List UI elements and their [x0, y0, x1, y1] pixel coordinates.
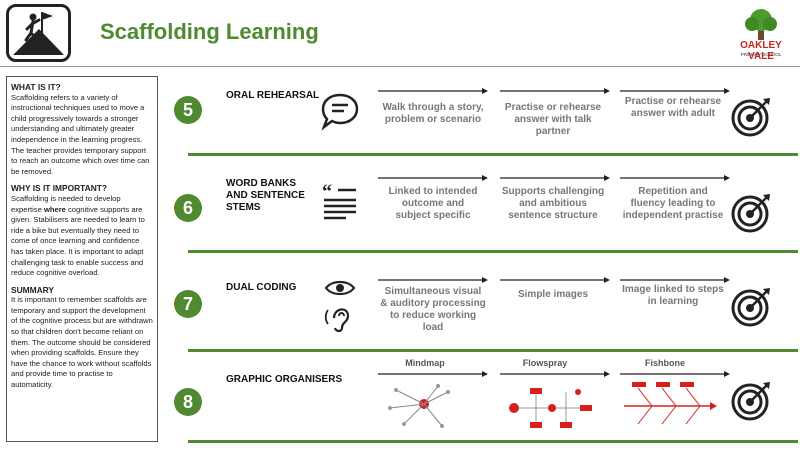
arrow-icon	[500, 277, 610, 283]
why-important-text: Scaffolding is needed to develop experti…	[11, 194, 153, 279]
school-sub: PRIMARY SCHOOL	[740, 52, 782, 57]
target-icon	[731, 194, 770, 233]
fishbone-image	[624, 382, 717, 425]
what-is-it-text: Scaffolding refers to a variety of instr…	[11, 92, 150, 176]
arrow-icon	[378, 277, 488, 283]
target-icon	[731, 288, 770, 327]
mindmap-image	[388, 384, 450, 428]
header-divider	[0, 66, 800, 67]
row-title: ORAL REHEARSAL	[226, 90, 320, 101]
step-text: Practise or rehearse answer with talk pa…	[504, 102, 602, 137]
step-text: Image linked to steps in learning	[622, 284, 724, 307]
why-text-part: Scaffolding is needed to develop experti…	[11, 193, 121, 214]
speech-bubble-icon	[320, 92, 360, 132]
row-oral-rehearsal: 5 ORAL REHEARSAL Walk through a story, p…	[168, 80, 798, 160]
what-is-it-heading: WHAT IS IT?	[11, 82, 61, 92]
quote-text-icon: “	[320, 181, 360, 224]
row-divider	[188, 440, 798, 443]
arrow-icon	[500, 371, 610, 377]
row-word-banks: 6 WORD BANKS AND SENTENCE STEMS “ Linked…	[168, 170, 798, 253]
target-icon	[731, 98, 770, 137]
organiser-label: Flowspray	[522, 358, 568, 368]
arrow-icon	[620, 277, 730, 283]
arrow-icon	[500, 88, 610, 94]
why-text-part: cognitive supports are given. Stabiliser…	[11, 204, 145, 278]
summary-text: It is important to remember scaffolds ar…	[11, 295, 153, 390]
arrow-icon	[620, 371, 730, 377]
summary-heading: SUMMARY	[11, 284, 54, 295]
step-text: Repetition and fluency leading to indepe…	[622, 186, 724, 221]
target-icon	[731, 382, 770, 421]
flowspray-image	[509, 388, 592, 428]
arrow-icon	[378, 371, 488, 377]
step-number: 8	[174, 388, 202, 416]
organiser-label: Fishbone	[645, 358, 685, 368]
school-logo: OAKLEY VALE PRIMARY SCHOOL	[728, 6, 794, 62]
eye-ear-icon	[320, 278, 360, 334]
why-important-heading: WHY IS IT IMPORTANT?	[11, 183, 107, 194]
row-graphic-organisers: 8 GRAPHIC ORGANISERS Mindmap Flowspray F…	[168, 356, 798, 446]
arrow-icon	[620, 175, 730, 181]
step-number: 5	[174, 96, 202, 124]
arrow-icon	[378, 175, 488, 181]
step-number: 7	[174, 290, 202, 318]
header: Scaffolding Learning OAKLEY VALE PRIMARY…	[0, 0, 800, 66]
step-text: Practise or rehearse answer with adult	[624, 96, 722, 119]
row-divider	[188, 153, 798, 156]
svg-text:“: “	[322, 184, 332, 203]
row-title: GRAPHIC ORGANISERS	[226, 374, 343, 385]
step-number: 6	[174, 194, 202, 222]
step-text: Supports challenging and ambitious sente…	[501, 186, 605, 221]
why-text-emphasis: where	[43, 204, 66, 214]
step-text: Simultaneous visual & auditory processin…	[380, 286, 486, 333]
row-divider	[188, 349, 798, 352]
row-dual-coding: 7 DUAL CODING Simultaneous visual & audi…	[168, 260, 798, 352]
step-text: Simple images	[517, 289, 589, 300]
organiser-label: Mindmap	[405, 358, 445, 368]
school-name: OAKLEY VALE	[740, 40, 782, 62]
page-title: Scaffolding Learning	[100, 19, 319, 44]
step-text: Linked to intended outcome and subject s…	[388, 186, 478, 221]
row-divider	[188, 250, 798, 253]
arrow-icon	[620, 88, 730, 94]
arrow-icon	[500, 175, 610, 181]
row-title: DUAL CODING	[226, 282, 297, 293]
arrow-icon	[378, 88, 488, 94]
row-title: WORD BANKS AND SENTENCE STEMS	[226, 178, 305, 213]
sidebar-info-panel: WHAT IS IT? Scaffolding refers to a vari…	[6, 76, 158, 442]
climber-flag-icon	[6, 4, 71, 62]
step-text: Walk through a story, problem or scenari…	[382, 102, 484, 125]
